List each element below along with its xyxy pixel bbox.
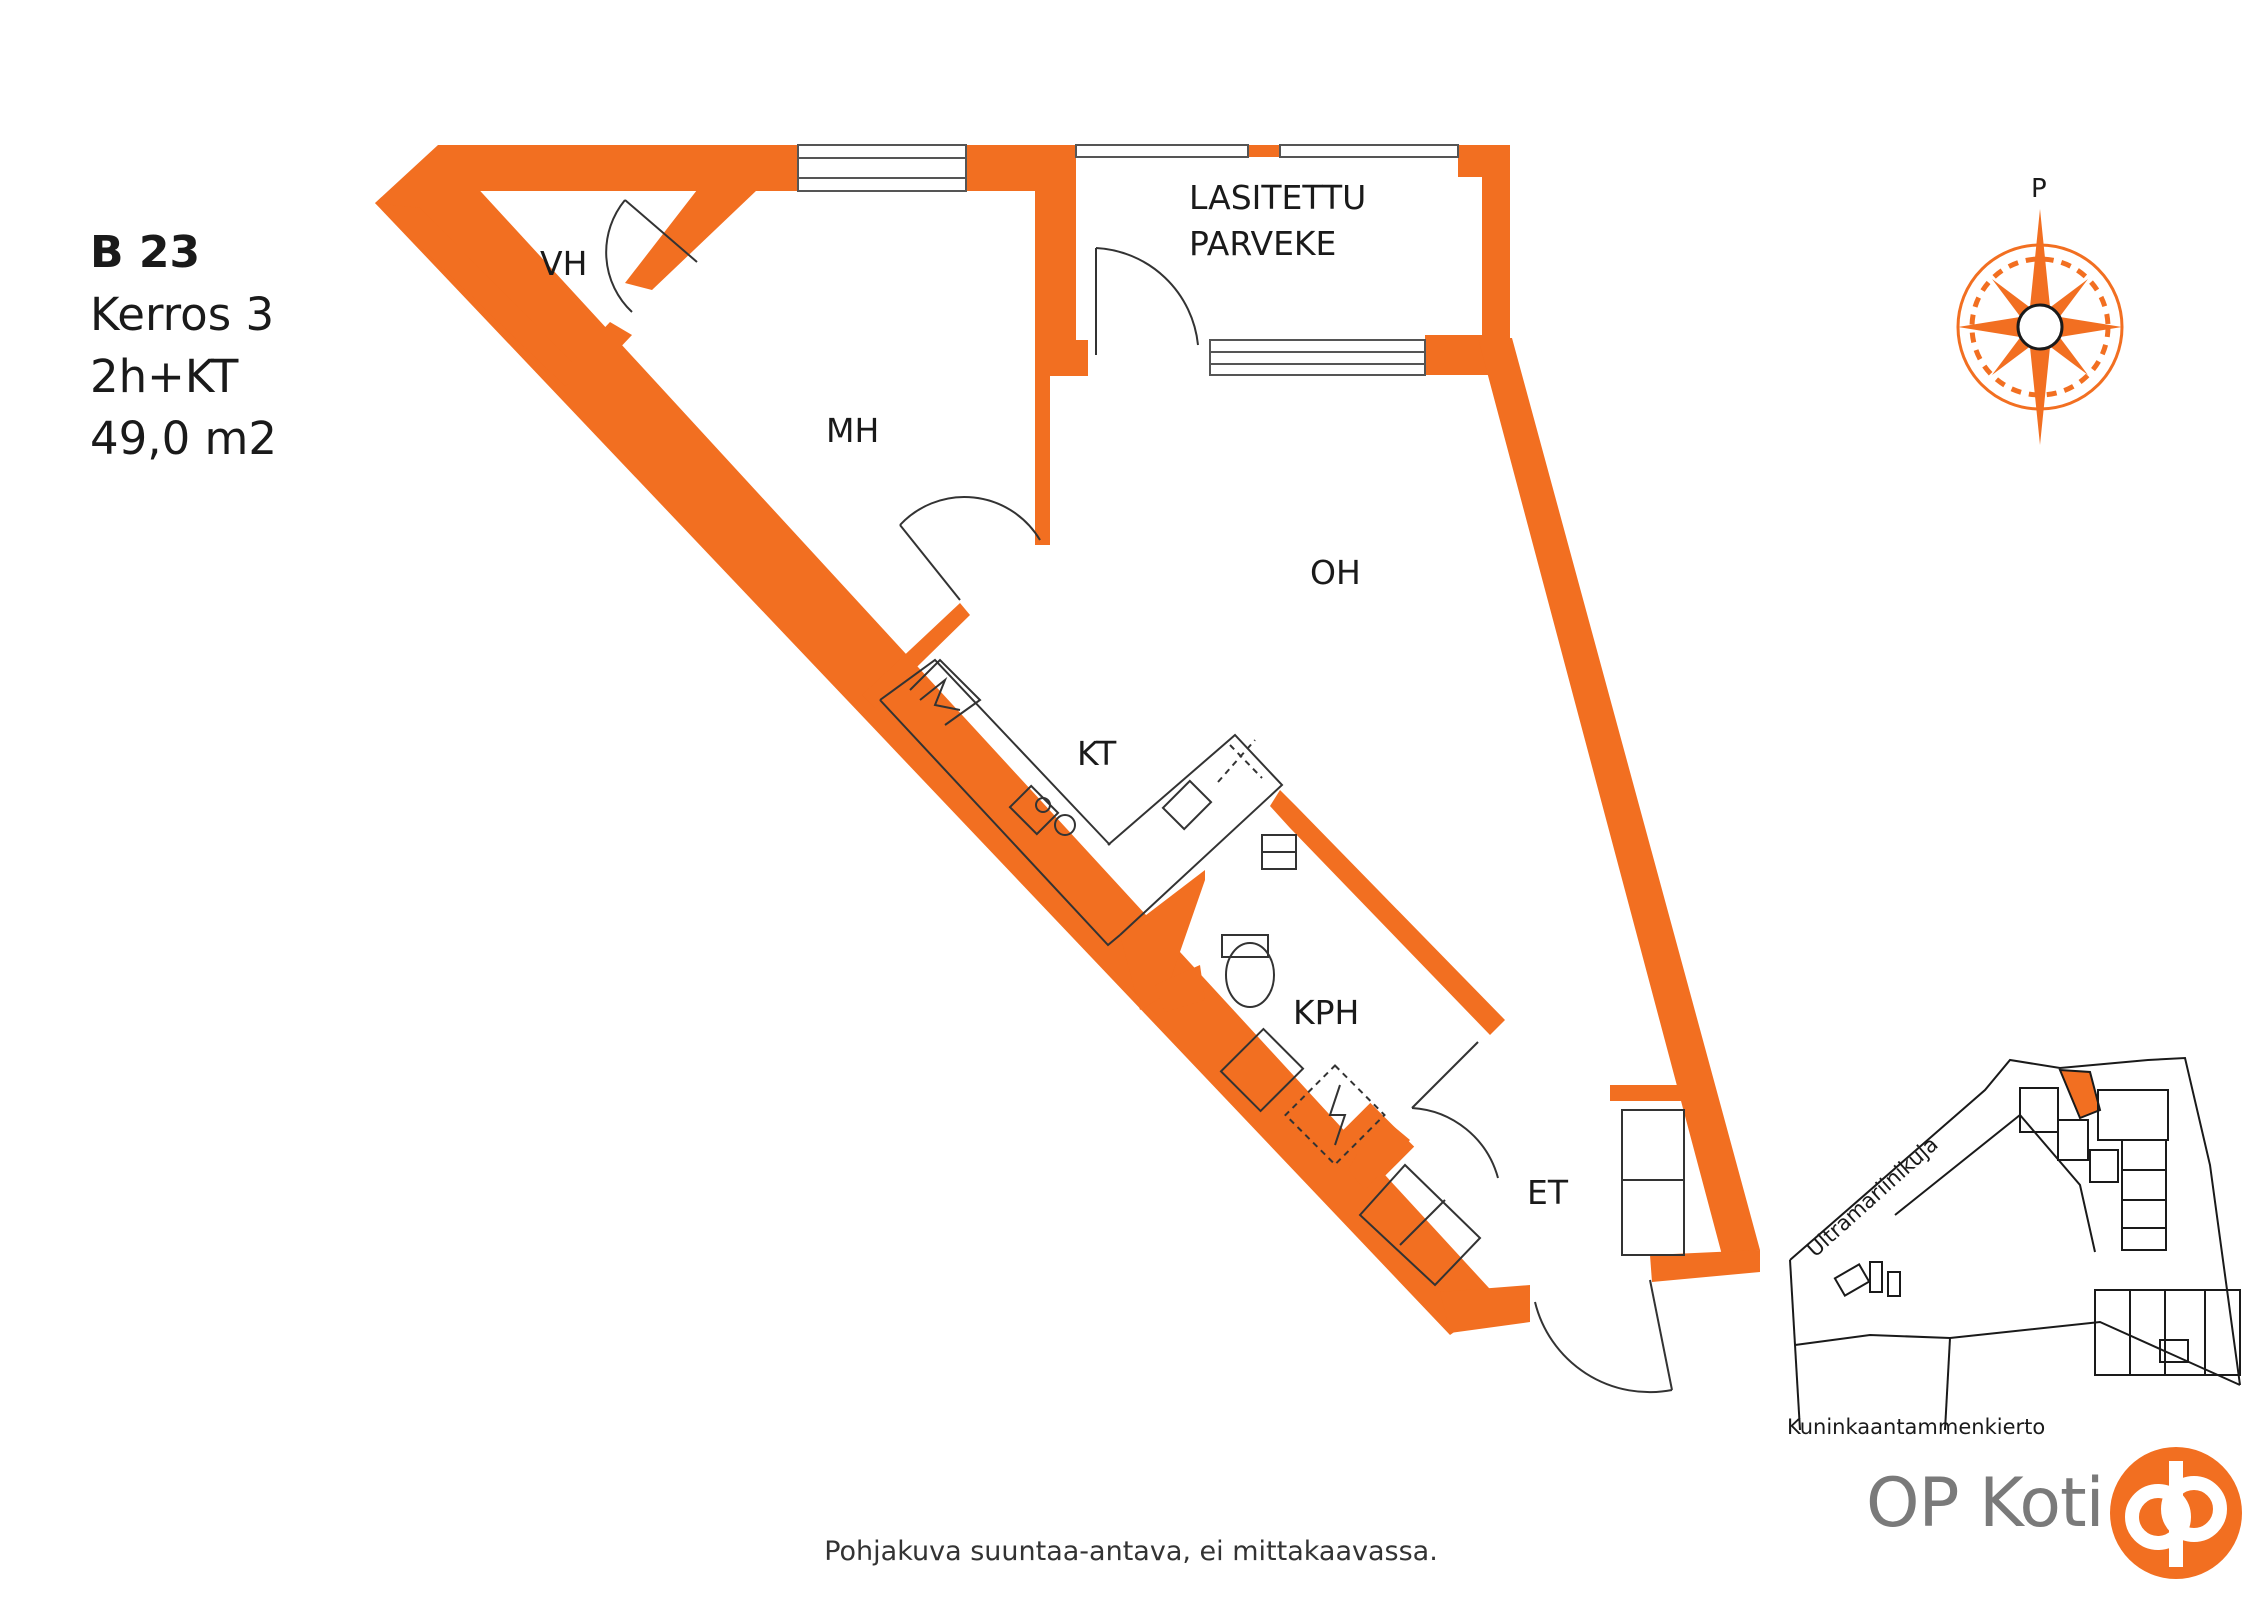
unit-code: B 23 xyxy=(90,227,201,278)
compass-needle-s xyxy=(2030,327,2050,445)
label-kt: KT xyxy=(1077,734,1117,773)
compass-needle-n xyxy=(2030,209,2050,327)
exterior-walls xyxy=(375,145,1760,1335)
label-vh: VH xyxy=(540,244,587,283)
brand-name: OP Koti xyxy=(1866,1464,2105,1543)
label-balcony-1: LASITETTU xyxy=(1189,178,1366,217)
doors xyxy=(605,199,1673,1394)
unit-floor: Kerros 3 xyxy=(90,288,275,341)
fixtures xyxy=(879,658,1685,1287)
op-logo-icon xyxy=(2110,1447,2242,1579)
street-label-ultramariinikuja: Ultramariinikuja xyxy=(1802,1132,1942,1262)
compass: P xyxy=(1956,174,2124,445)
compass-north-label: P xyxy=(2031,174,2047,204)
label-et: ET xyxy=(1527,1173,1569,1212)
label-oh: OH xyxy=(1310,553,1361,592)
disclaimer: Pohjakuva suuntaa-antava, ei mittakaavas… xyxy=(824,1536,1438,1567)
label-kph: KPH xyxy=(1293,993,1359,1032)
unit-area: 49,0 m2 xyxy=(90,412,277,465)
street-label-kuninkaantammenkierto: Kuninkaantammenkierto xyxy=(1787,1415,2045,1439)
site-map xyxy=(1789,1056,2241,1431)
interior-walls xyxy=(560,190,1505,1190)
unit-type: 2h+KT xyxy=(90,350,239,403)
windows xyxy=(797,144,1459,376)
label-balcony-2: PARVEKE xyxy=(1189,224,1336,263)
site-building-highlight xyxy=(2058,1068,2102,1120)
unit-info: B 23 Kerros 3 2h+KT 49,0 m2 xyxy=(90,222,277,470)
label-mh: MH xyxy=(826,411,879,450)
